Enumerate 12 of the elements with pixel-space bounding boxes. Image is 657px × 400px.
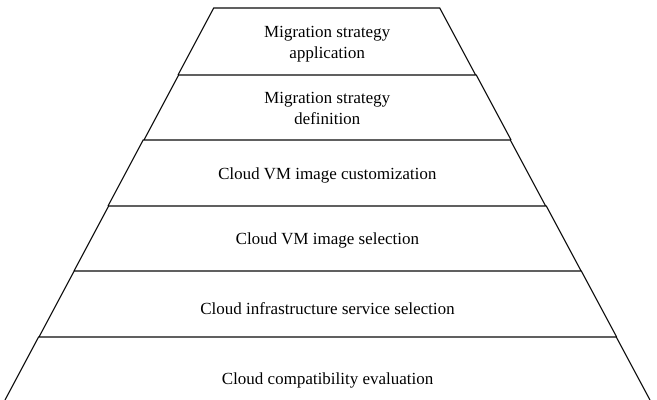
pyramid-layer — [178, 8, 476, 75]
layer-label: Cloud VM image customization — [217, 162, 438, 184]
layer-label: Migration strategy application — [263, 20, 392, 62]
pyramid-layer — [5, 337, 650, 400]
layer-label: Migration strategy definition — [263, 86, 392, 128]
layer-label: Cloud infrastructure service selection — [199, 298, 456, 318]
layer-label: Cloud compatibility evaluation — [220, 368, 434, 389]
pyramid-layer — [108, 140, 546, 206]
pyramid-layer — [144, 75, 511, 140]
pyramid-layer — [74, 206, 581, 271]
layer-label: Cloud VM image selection — [234, 228, 420, 249]
pyramid-layer — [38, 271, 616, 337]
